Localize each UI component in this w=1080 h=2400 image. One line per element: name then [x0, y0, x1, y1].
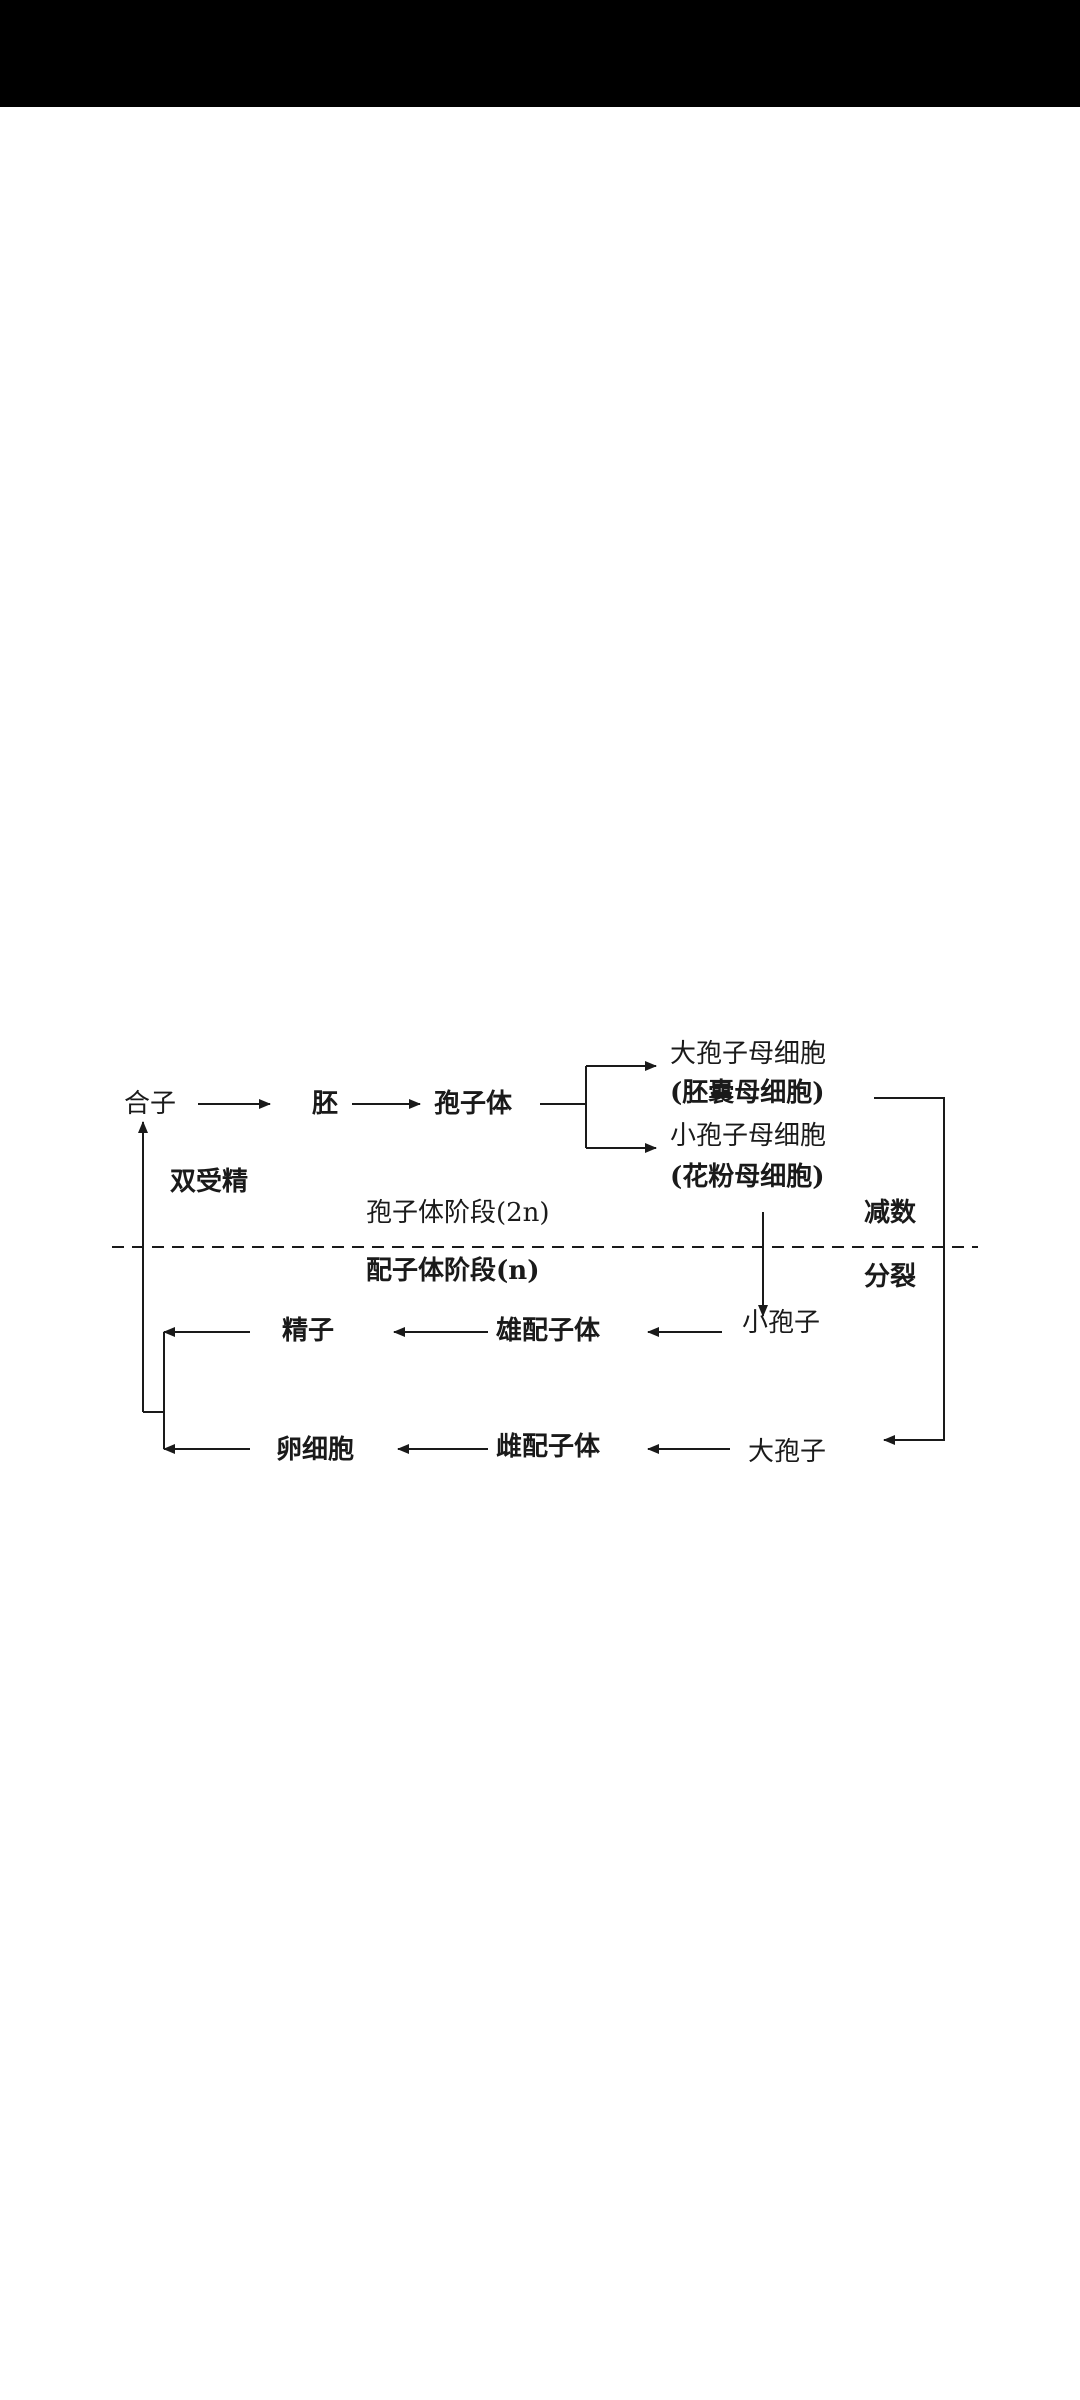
label-gametophyte-stage: 配子体阶段(n) — [366, 1256, 540, 1286]
status-bar — [0, 0, 1080, 107]
node-sperm: 精子 — [282, 1316, 335, 1346]
label-meiosis-line2: 分裂 — [864, 1262, 917, 1292]
node-zygote: 合子 — [124, 1089, 177, 1119]
node-embryo: 胚 — [312, 1089, 339, 1119]
node-megaspore-mother-cell: 大孢子母细胞 — [670, 1039, 827, 1069]
fertilization-join — [143, 1332, 165, 1449]
node-microspore: 小孢子 — [742, 1308, 821, 1338]
meiosis-bracket — [874, 1097, 945, 1445]
label-sporophyte-stage: 孢子体阶段(2n) — [366, 1198, 550, 1228]
node-sporophyte: 孢子体 — [434, 1089, 513, 1119]
label-double-fertilization: 双受精 — [170, 1167, 249, 1197]
label-meiosis-line1: 减数 — [864, 1198, 917, 1228]
node-embryo-sac-mother-cell: (胚囊母细胞) — [670, 1078, 825, 1108]
node-microspore-mother-cell: 小孢子母细胞 — [670, 1121, 827, 1151]
fork-from-sporophyte — [540, 1066, 587, 1148]
node-female-gametophyte: 雌配子体 — [496, 1432, 601, 1462]
node-pollen-mother-cell: (花粉母细胞) — [670, 1162, 825, 1192]
node-male-gametophyte: 雄配子体 — [496, 1316, 601, 1346]
node-egg-cell: 卵细胞 — [276, 1435, 355, 1465]
node-megaspore: 大孢子 — [748, 1437, 827, 1467]
